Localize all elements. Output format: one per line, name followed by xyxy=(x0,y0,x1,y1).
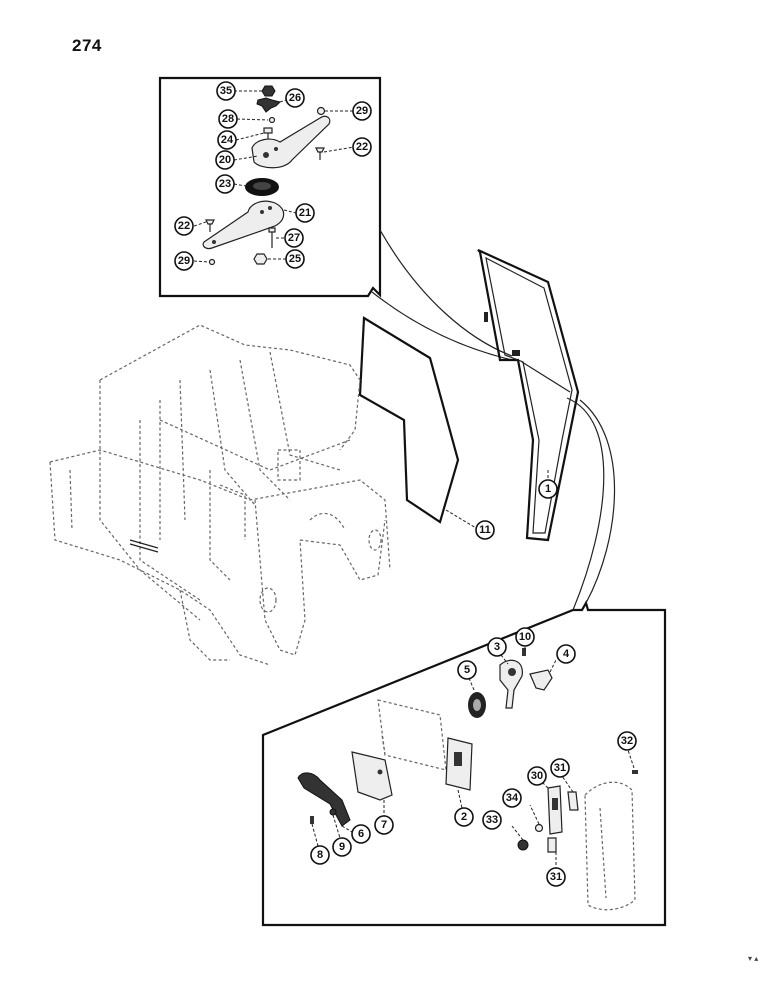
callout-2: 2 xyxy=(454,807,474,827)
callout-5: 5 xyxy=(457,660,477,680)
svg-text:29: 29 xyxy=(178,255,190,267)
callout-29: 29 xyxy=(352,101,372,121)
svg-text:24: 24 xyxy=(221,134,234,146)
svg-text:29: 29 xyxy=(356,105,368,117)
callout-24: 24 xyxy=(217,130,237,150)
callout-20: 20 xyxy=(215,150,235,170)
cab-frame-outline xyxy=(49,324,391,666)
callout-9: 9 xyxy=(332,837,352,857)
svg-text:8: 8 xyxy=(317,849,323,861)
callout-33: 33 xyxy=(482,810,502,830)
svg-text:26: 26 xyxy=(289,92,301,104)
svg-text:22: 22 xyxy=(356,141,368,153)
svg-text:30: 30 xyxy=(531,770,543,782)
callout-25: 25 xyxy=(285,249,305,269)
svg-text:2: 2 xyxy=(461,811,467,823)
callout-10: 10 xyxy=(515,627,535,647)
svg-text:21: 21 xyxy=(299,207,311,219)
svg-text:20: 20 xyxy=(219,154,231,166)
svg-text:6: 6 xyxy=(358,828,364,840)
callout-22: 22 xyxy=(352,137,372,157)
hinge-detail-box xyxy=(158,76,513,361)
callout-34: 34 xyxy=(502,788,522,808)
callout-1: 1 xyxy=(538,479,558,499)
svg-text:23: 23 xyxy=(219,178,231,190)
svg-text:34: 34 xyxy=(506,792,519,804)
svg-text:31: 31 xyxy=(554,762,566,774)
svg-text:28: 28 xyxy=(222,113,234,125)
callout-31: 31 xyxy=(546,867,566,887)
callout-28: 28 xyxy=(218,109,238,129)
svg-text:11: 11 xyxy=(479,524,491,536)
callout-26: 26 xyxy=(285,88,305,108)
svg-text:7: 7 xyxy=(381,819,387,831)
svg-text:35: 35 xyxy=(220,85,232,97)
callout-32: 32 xyxy=(617,731,637,751)
svg-text:9: 9 xyxy=(339,841,345,853)
door-assembly xyxy=(477,248,580,542)
callout-23: 23 xyxy=(215,174,235,194)
callout-3: 3 xyxy=(487,637,507,657)
latch-parts xyxy=(297,648,638,911)
page-number: 274 xyxy=(72,36,102,55)
callout-35: 35 xyxy=(216,81,236,101)
svg-text:31: 31 xyxy=(550,871,562,883)
callout-29: 29 xyxy=(174,251,194,271)
callout-11: 11 xyxy=(475,520,495,540)
callouts: 35 26 29 28 24 22 20 23 21 22 27 29 25 1… xyxy=(174,81,637,887)
svg-text:32: 32 xyxy=(621,735,633,747)
corner-mark: ▾ ▴ xyxy=(748,954,759,963)
callout-31: 31 xyxy=(550,758,570,778)
svg-text:27: 27 xyxy=(288,232,300,244)
callout-22: 22 xyxy=(174,216,194,236)
callout-4: 4 xyxy=(556,644,576,664)
svg-text:3: 3 xyxy=(494,641,500,653)
callout-6: 6 xyxy=(351,824,371,844)
latch-detail-box xyxy=(261,397,667,927)
svg-text:25: 25 xyxy=(289,253,301,265)
glass-panel xyxy=(358,316,460,524)
callout-7: 7 xyxy=(374,815,394,835)
svg-text:33: 33 xyxy=(486,814,498,826)
svg-text:5: 5 xyxy=(464,664,470,676)
svg-text:4: 4 xyxy=(563,648,570,660)
svg-text:10: 10 xyxy=(519,631,531,643)
callout-21: 21 xyxy=(295,203,315,223)
hinge-parts xyxy=(202,85,331,266)
svg-text:1: 1 xyxy=(545,483,551,495)
callout-27: 27 xyxy=(284,228,304,248)
leader-lines xyxy=(193,90,635,868)
callout-30: 30 xyxy=(527,766,547,786)
svg-text:22: 22 xyxy=(178,220,190,232)
callout-8: 8 xyxy=(310,845,330,865)
